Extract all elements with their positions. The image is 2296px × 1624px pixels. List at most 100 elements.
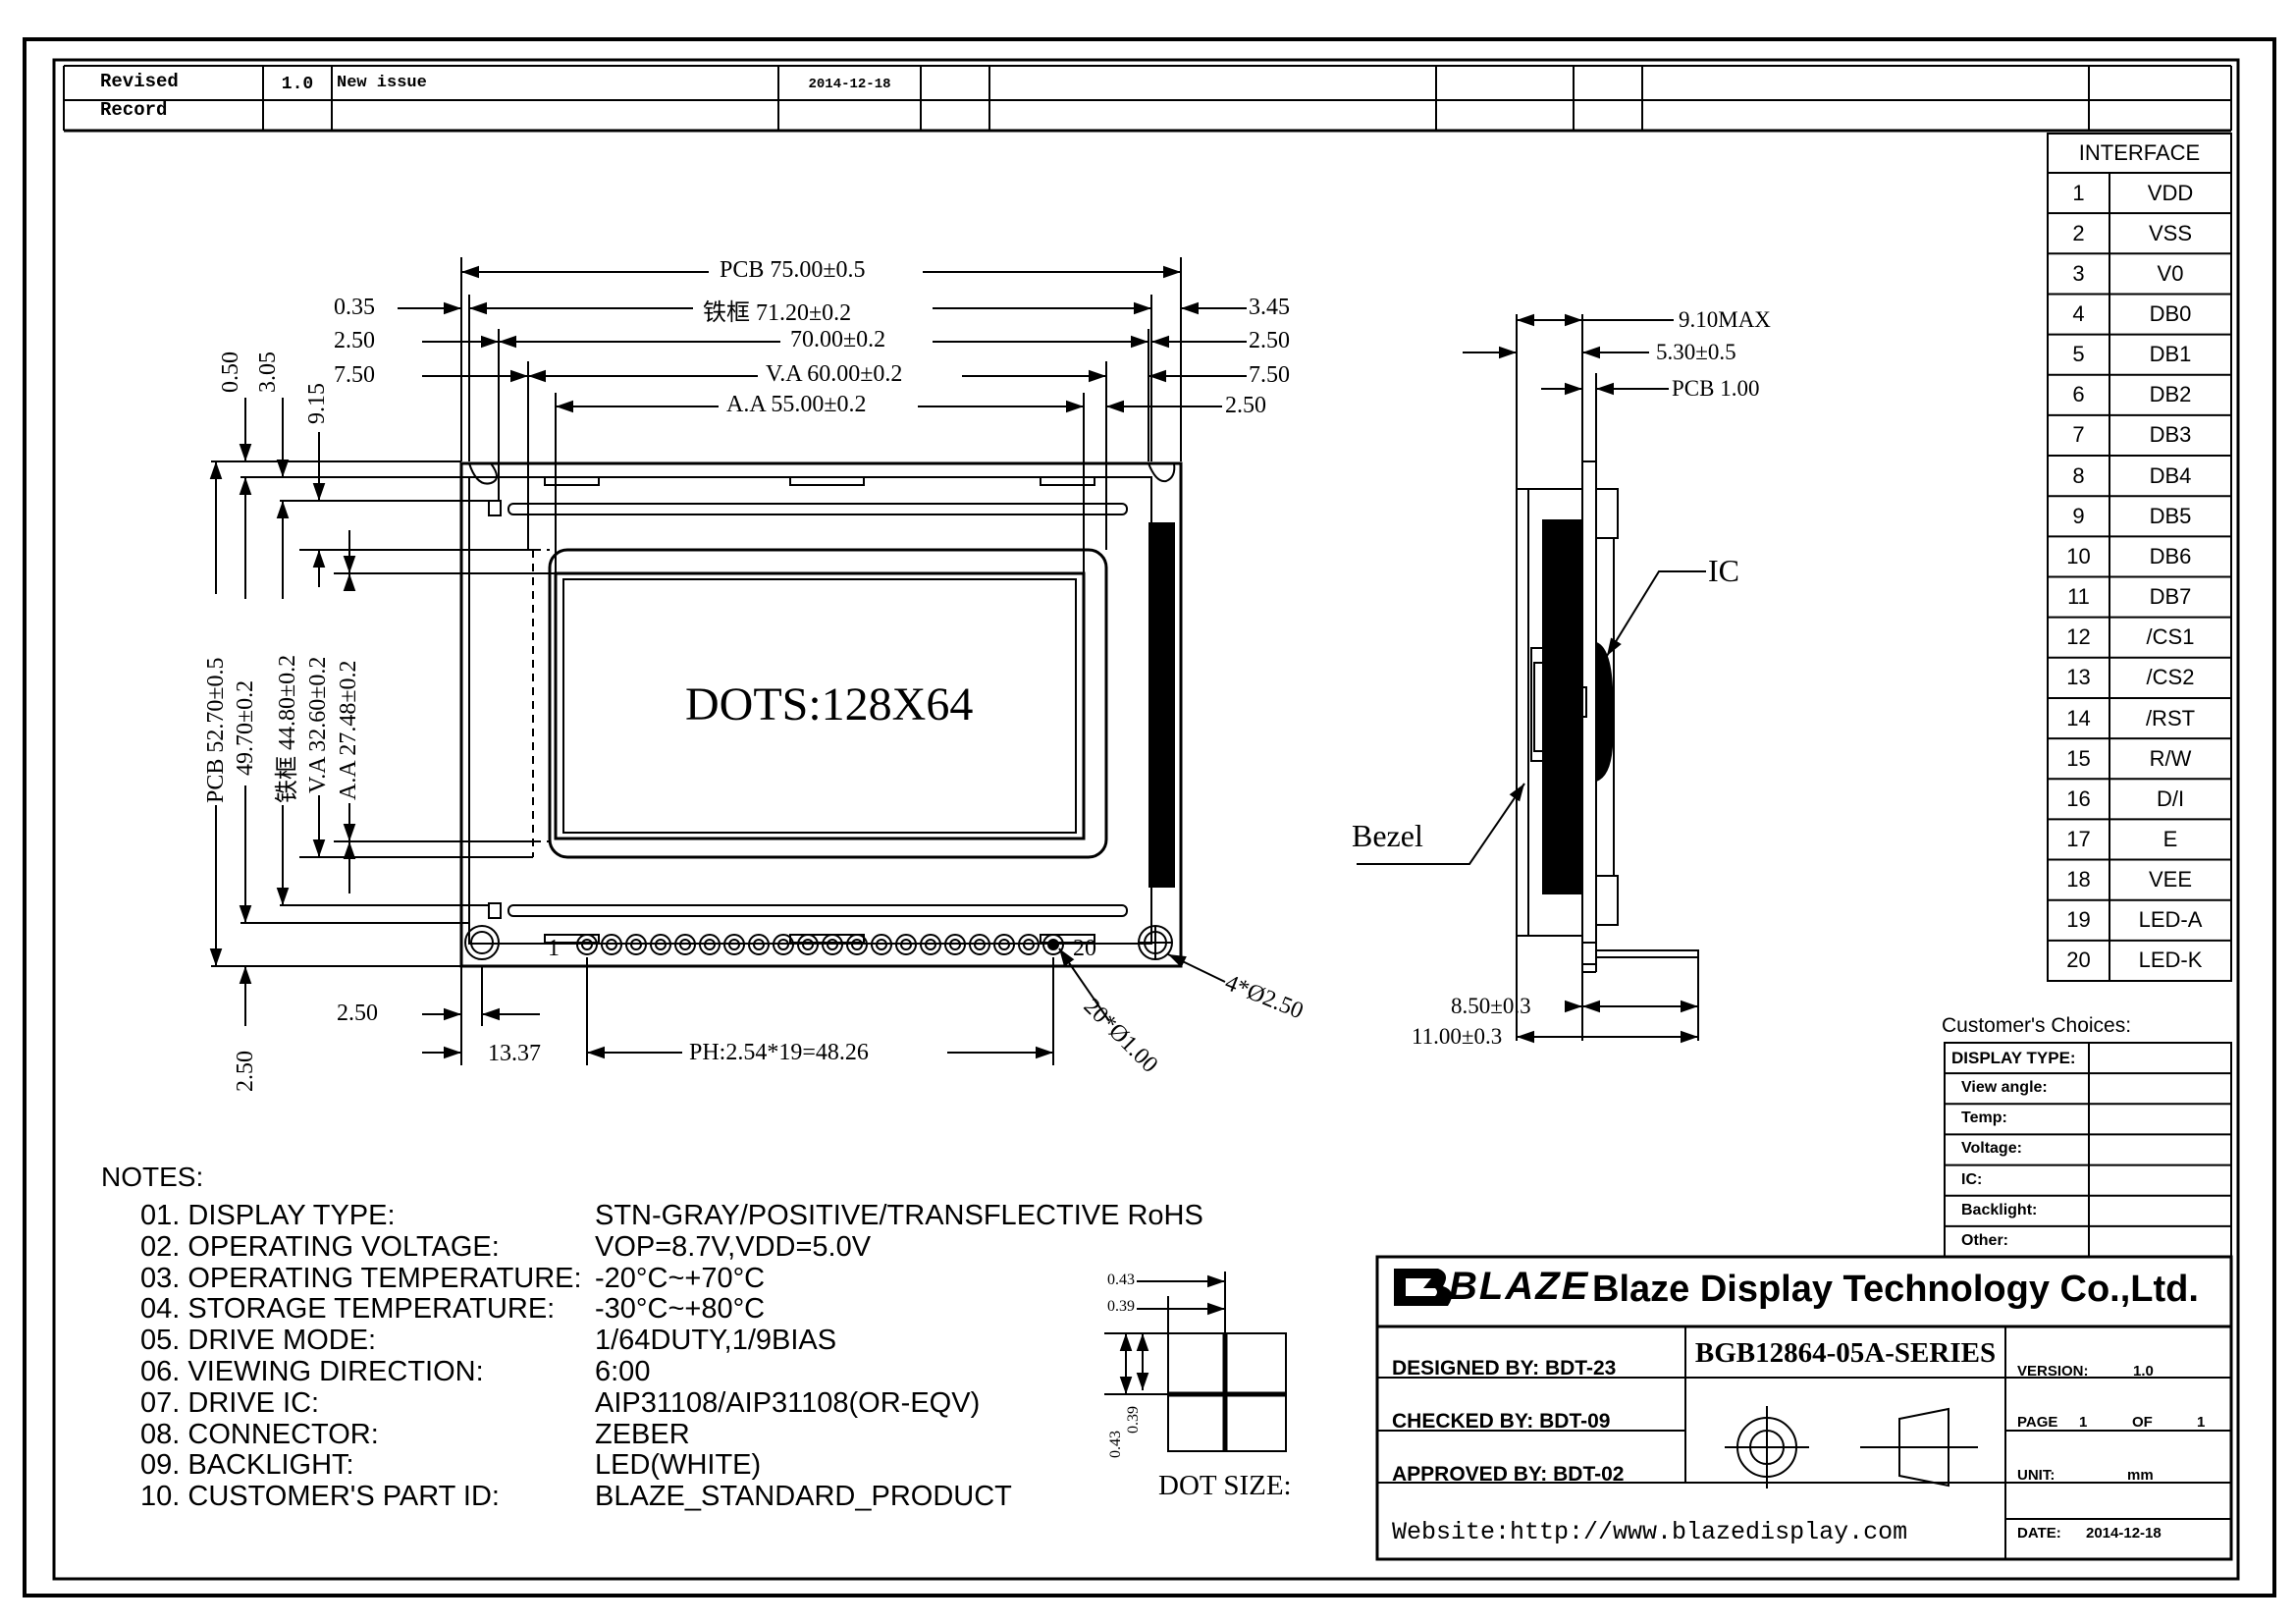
interface-pin-number: 14	[2066, 705, 2091, 731]
interface-pin-number: 4	[2072, 301, 2085, 326]
dim-9-10max: 9.10MAX	[1679, 307, 1771, 332]
note-key: 02. OPERATING VOLTAGE:	[140, 1230, 500, 1263]
connector-pin-hole	[679, 939, 691, 950]
note-value: BLAZE_STANDARD_PRODUCT	[595, 1481, 1012, 1513]
dim-7-50-left: 7.50	[334, 362, 375, 388]
website-link[interactable]: Website:http://www.blazedisplay.com	[1392, 1518, 1908, 1546]
interface-pin-signal: R/W	[2149, 745, 2192, 771]
interface-pin-signal: VEE	[2148, 867, 2193, 893]
interface-pin-signal: DB0	[2149, 301, 2192, 326]
note-key: 07. DRIVE IC:	[140, 1386, 320, 1419]
interface-pin-number: 19	[2066, 907, 2091, 933]
checked-by: CHECKED BY: BDT-09	[1392, 1410, 1611, 1433]
note-key: 05. DRIVE MODE:	[140, 1325, 377, 1357]
revision-description: New issue	[337, 74, 427, 92]
note-key: 04. STORAGE TEMPERATURE:	[140, 1293, 556, 1326]
interface-pin-signal: /RST	[2145, 705, 2196, 731]
interface-pin-number: 18	[2066, 867, 2091, 893]
connector-pin-hole	[851, 939, 863, 950]
dim-2-50-right: 2.50	[1249, 328, 1290, 353]
dim-0-50: 0.50	[218, 352, 243, 393]
connector-pin-hole	[949, 939, 961, 950]
interface-pin-number: 1	[2072, 180, 2085, 205]
interface-pin-signal: DB3	[2149, 422, 2192, 448]
connector-pin	[601, 934, 622, 955]
connector-pin	[993, 934, 1015, 955]
dim-aa-width: A.A 55.00±0.2	[726, 392, 867, 417]
connector-pin	[699, 934, 721, 955]
unit-label: UNIT:	[2017, 1467, 2056, 1484]
side-view	[1357, 313, 1706, 1044]
interface-pin-number: 7	[2072, 422, 2085, 448]
title-block-grid	[1375, 1255, 2233, 1561]
notes-list: 01. DISPLAY TYPE:STN-GRAY/POSITIVE/TRANS…	[140, 1200, 1220, 1524]
interface-pin-number: 6	[2072, 382, 2085, 407]
dim-9-15: 9.15	[304, 383, 330, 424]
connector-pin-hole	[802, 939, 814, 950]
note-value: LED(WHITE)	[595, 1449, 762, 1482]
date-value: 2014-12-18	[2086, 1525, 2162, 1542]
customer-choice-label: DISPLAY TYPE:	[1951, 1049, 2076, 1067]
approved-by: APPROVED BY: BDT-02	[1392, 1463, 1625, 1486]
connector-pin	[650, 934, 671, 955]
interface-pin-signal: E	[2163, 826, 2178, 851]
revision-date: 2014-12-18	[808, 76, 891, 92]
unit-value: mm	[2127, 1467, 2154, 1484]
bezel-label: Bezel	[1352, 818, 1423, 853]
note-value: 6:00	[595, 1356, 651, 1387]
note-value: ZEBER	[595, 1418, 690, 1450]
revision-grid	[63, 65, 2232, 133]
dim-pcb-height: PCB 52.70±0.5	[203, 657, 229, 803]
connector-pin-hole	[925, 939, 936, 950]
customer-choice-label: Backlight:	[1961, 1201, 2038, 1218]
connector-pin	[576, 934, 598, 955]
blaze-logo-mark	[1394, 1269, 1452, 1306]
connector-pin-hole	[827, 939, 838, 950]
interface-pin-signal: VDD	[2147, 180, 2194, 205]
connector-pin-hole	[876, 939, 887, 950]
version-label: VERSION:	[2017, 1363, 2089, 1380]
ic-label: IC	[1708, 553, 1739, 588]
connector-pin	[797, 934, 819, 955]
dim-70: 70.00±0.2	[790, 327, 886, 352]
dim-49-70: 49.70±0.2	[233, 679, 258, 776]
note-value: -30°C~+80°C	[595, 1293, 766, 1326]
customer-choice-label: Temp:	[1961, 1110, 2007, 1127]
connector-pin	[969, 934, 990, 955]
part-number: BGB12864-05A-SERIES	[1694, 1337, 1997, 1369]
interface-pin-number: 11	[2067, 584, 2090, 610]
connector-pin	[944, 934, 966, 955]
interface-pin-signal: LED-A	[2138, 907, 2203, 933]
note-key: 03. OPERATING TEMPERATURE:	[140, 1262, 582, 1294]
dim-aa-height: A.A 27.48±0.2	[336, 660, 361, 800]
pin-20-label: 20	[1073, 936, 1096, 961]
connector-pin	[822, 934, 843, 955]
outer-border	[23, 37, 2276, 1597]
connector-pin-hole	[777, 939, 789, 950]
inner-border	[52, 58, 2240, 1581]
connector-pin-hole	[1023, 939, 1035, 950]
interface-title: INTERFACE	[2078, 140, 2201, 165]
dim-va-width: V.A 60.00±0.2	[766, 361, 903, 387]
dim-3-05: 3.05	[255, 352, 281, 393]
note-value: AIP31108/AIP31108(OR-EQV)	[595, 1386, 981, 1419]
connector-pin	[920, 934, 941, 955]
dot-size-detail	[1104, 1272, 1287, 1452]
customer-choices-grid	[1944, 1042, 2232, 1258]
note-value: STN-GRAY/POSITIVE/TRANSFLECTIVE RoHS	[595, 1200, 1203, 1231]
interface-pin-signal: DB6	[2149, 543, 2192, 568]
connector-pin-hole	[655, 939, 667, 950]
date-label: DATE:	[2017, 1525, 2061, 1542]
interface-pin-signal: V0	[2157, 260, 2184, 286]
interface-pin-number: 2	[2072, 220, 2085, 245]
interface-pin-signal: DB5	[2149, 503, 2192, 528]
dim-13-37: 13.37	[488, 1041, 541, 1066]
note-key: 10. CUSTOMER'S PART ID:	[140, 1481, 500, 1513]
note-key: 08. CONNECTOR:	[140, 1418, 379, 1450]
connector-pin-hole	[900, 939, 912, 950]
connector-pin	[723, 934, 745, 955]
connector-pin	[625, 934, 647, 955]
interface-pin-number: 12	[2066, 624, 2091, 650]
